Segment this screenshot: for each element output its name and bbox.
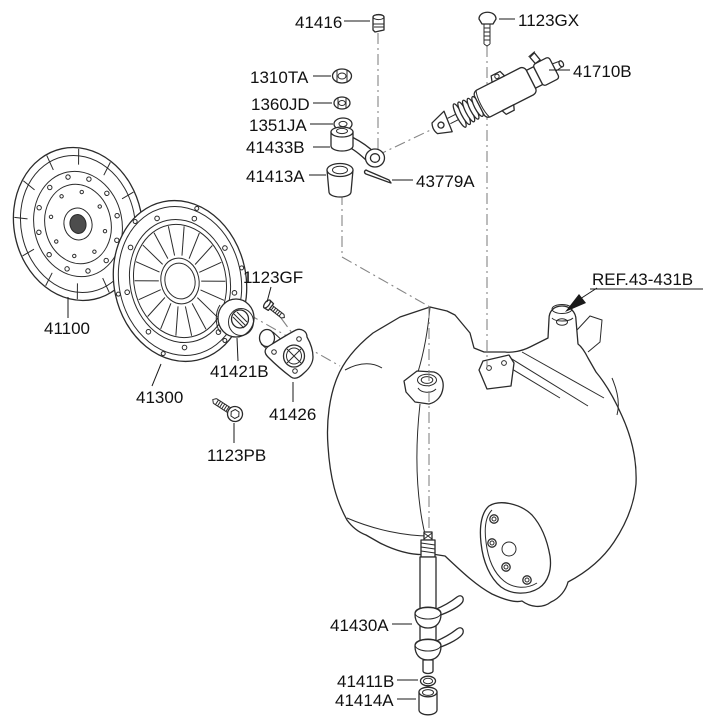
part-label-41421b: 41421B bbox=[210, 362, 269, 381]
part-labels: 41416 1123GX 41710B 1310TA 1360JD 1351JA… bbox=[44, 11, 693, 710]
release-shaft-drawing bbox=[414, 531, 464, 675]
part-label-1123gf: 1123GF bbox=[243, 268, 303, 287]
part-label-41430a: 41430A bbox=[330, 616, 389, 635]
part-label-43779a: 43779A bbox=[416, 172, 475, 191]
release-bearing-drawing bbox=[215, 298, 255, 338]
part-label-1310ta: 1310TA bbox=[250, 68, 309, 87]
ref-link[interactable]: REF.43-431B bbox=[592, 270, 693, 289]
part-label-1123gx: 1123GX bbox=[518, 11, 579, 30]
part-label-41411b: 41411B bbox=[337, 672, 394, 691]
pin-41416-drawing bbox=[372, 13, 385, 33]
part-label-41414a: 41414A bbox=[335, 691, 394, 710]
bolt-1123pb-drawing bbox=[212, 398, 244, 423]
part-label-1360jd: 1360JD bbox=[251, 95, 310, 114]
bushing-41413a-drawing bbox=[326, 162, 354, 198]
ring-41411b-drawing bbox=[419, 675, 437, 687]
part-label-41426: 41426 bbox=[269, 405, 316, 424]
clutch-cover-drawing bbox=[112, 199, 248, 363]
nut-1310ta-drawing bbox=[331, 68, 353, 84]
guide-sleeve-drawing bbox=[258, 328, 314, 379]
part-label-41413a: 41413A bbox=[246, 167, 305, 186]
part-label-41416: 41416 bbox=[295, 13, 342, 32]
transmission-housing-drawing bbox=[326, 304, 637, 608]
part-label-1351ja: 1351JA bbox=[249, 116, 307, 135]
bolt-1123gf-drawing bbox=[262, 299, 285, 319]
ref-leader bbox=[565, 287, 703, 312]
part-label-41710b: 41710B bbox=[573, 62, 632, 81]
bushing-41414a-drawing bbox=[418, 686, 438, 716]
nut-1360jd-drawing bbox=[333, 96, 351, 110]
part-label-41433b: 41433B bbox=[246, 138, 305, 157]
ref-arrow-icon bbox=[565, 294, 586, 312]
release-cylinder-drawing bbox=[431, 51, 565, 135]
part-label-1123pb: 1123PB bbox=[207, 446, 266, 465]
clutch-disc-drawing bbox=[12, 146, 144, 302]
leader-lines bbox=[67, 18, 570, 700]
release-lever-drawing bbox=[330, 126, 386, 168]
part-label-41300: 41300 bbox=[136, 388, 183, 407]
part-label-41100: 41100 bbox=[44, 319, 90, 338]
bolt-1123gx-drawing bbox=[478, 11, 497, 47]
pin-43779a-drawing bbox=[363, 169, 392, 184]
